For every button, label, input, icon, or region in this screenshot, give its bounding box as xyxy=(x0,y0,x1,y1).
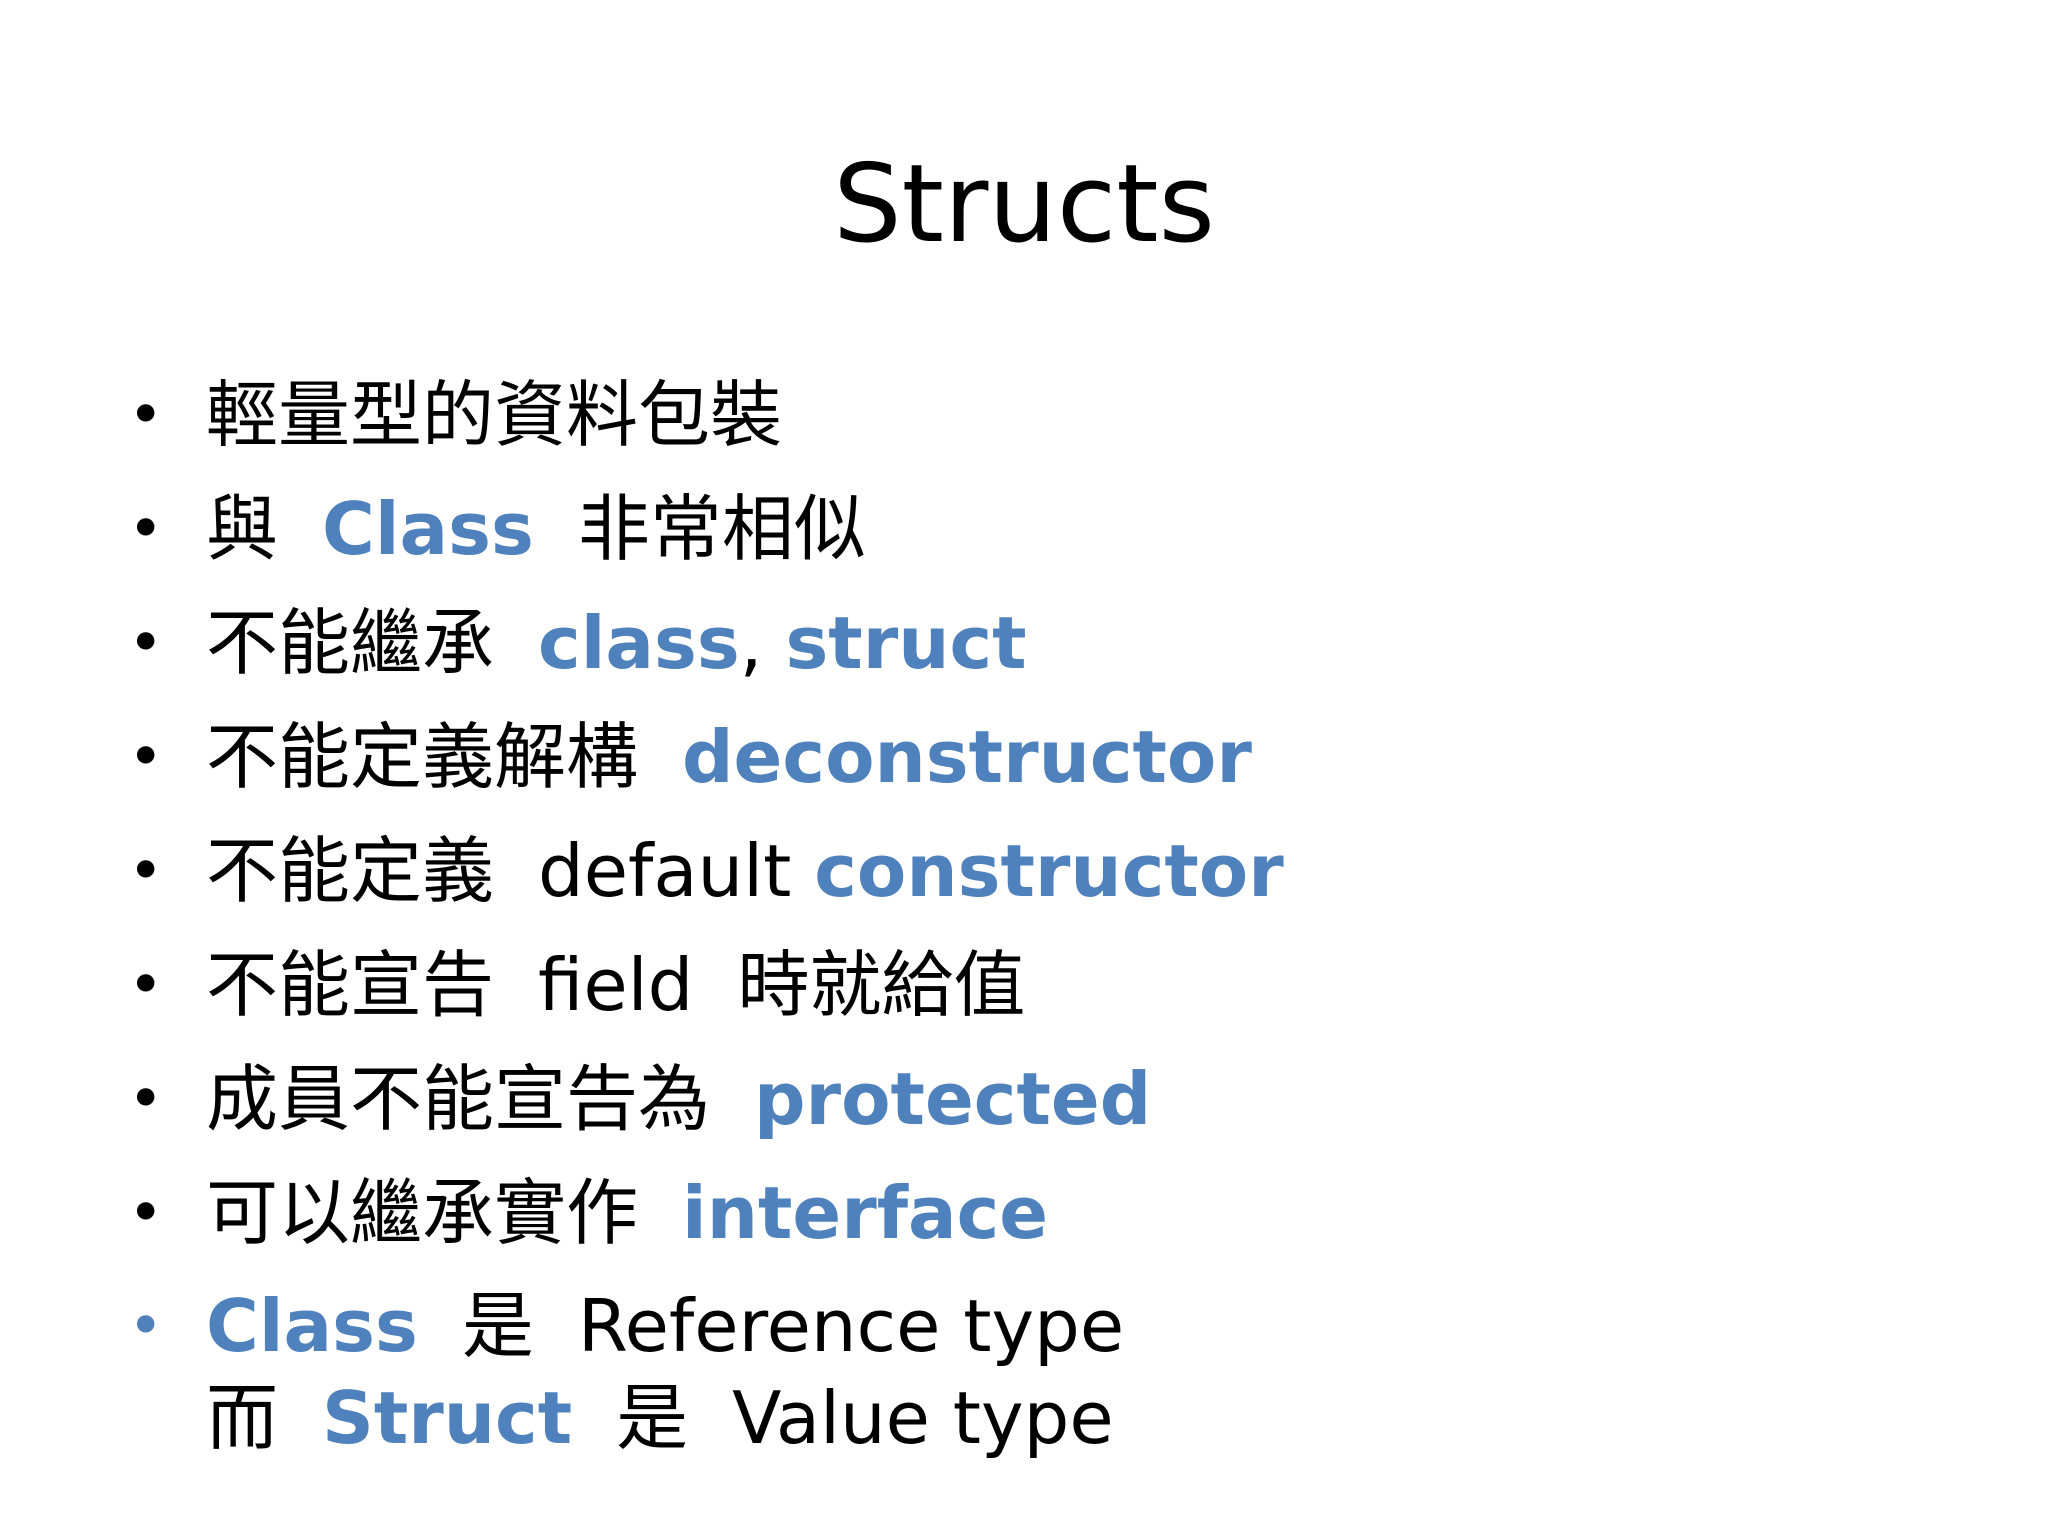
bullet-text: 與 xyxy=(206,487,279,571)
bullet-text: 而 xyxy=(206,1376,279,1460)
bullet-text: 不能定義 xyxy=(206,829,495,913)
keyword-text: class xyxy=(538,601,740,685)
bullet-dot: • xyxy=(128,722,164,792)
bullet-text: 可以繼承實作 xyxy=(206,1171,639,1255)
bullet-text: 不能定義解構 xyxy=(206,715,639,799)
bullet-text: 是 xyxy=(616,1376,689,1460)
bullet-item: • 不能繼承 class, struct xyxy=(118,586,1918,700)
bullet-dot: • xyxy=(128,608,164,678)
keyword-text: protected xyxy=(754,1057,1152,1141)
keyword-text: Class xyxy=(206,1284,418,1368)
keyword-text: constructor xyxy=(814,829,1284,913)
bullet-item: • 輕量型的資料包裝 xyxy=(118,358,1918,472)
bullet-text: Value type xyxy=(732,1376,1114,1460)
bullet-dot: • xyxy=(128,380,164,450)
bullet-item: • 與 Class 非常相似 xyxy=(118,472,1918,586)
bullet-text: , xyxy=(739,601,786,685)
slide-title: Structs xyxy=(833,142,1215,267)
bullet-text: 非常相似 xyxy=(577,487,866,571)
bullet-item: • 成員不能宣告為 protected xyxy=(118,1042,1918,1156)
bullet-dot: • xyxy=(128,950,164,1020)
bullet-text: default xyxy=(538,829,792,913)
bullet-dot: • xyxy=(128,1064,164,1134)
bullet-item: • 不能定義 default constructor xyxy=(118,814,1918,928)
keyword-text: Class xyxy=(322,487,534,571)
bullet-item: • 可以繼承實作 interface xyxy=(118,1156,1918,1270)
bullet-text: 成員不能宣告為 xyxy=(206,1057,711,1141)
bullet-dot: • xyxy=(128,836,164,906)
bullet-text: Reference type xyxy=(577,1284,1125,1368)
bullet-dot: • xyxy=(128,494,164,564)
keyword-text: interface xyxy=(682,1171,1049,1255)
bullet-dot: • xyxy=(128,1291,164,1361)
bullet-dot: • xyxy=(128,1178,164,1248)
keyword-text: struct xyxy=(785,601,1027,685)
bullet-text: 是 xyxy=(461,1284,534,1368)
bullet-text: field xyxy=(538,943,694,1027)
bullet-item: • 不能定義解構 deconstructor xyxy=(118,700,1918,814)
bullet-text: 不能繼承 xyxy=(206,601,495,685)
bullet-list: • 輕量型的資料包裝 • 與 Class 非常相似 • 不能繼承 class, struct • 不… xyxy=(118,358,1918,1464)
keyword-text: deconstructor xyxy=(682,715,1252,799)
keyword-text: Struct xyxy=(322,1376,573,1460)
bullet-text xyxy=(791,829,814,913)
bullet-text: 不能宣告 xyxy=(206,943,495,1027)
bullet-text: 輕量型的資料包裝 xyxy=(206,373,783,457)
bullet-text: 時就給值 xyxy=(737,943,1026,1027)
bullet-item: • 不能宣告 field 時就給值 xyxy=(118,928,1918,1042)
